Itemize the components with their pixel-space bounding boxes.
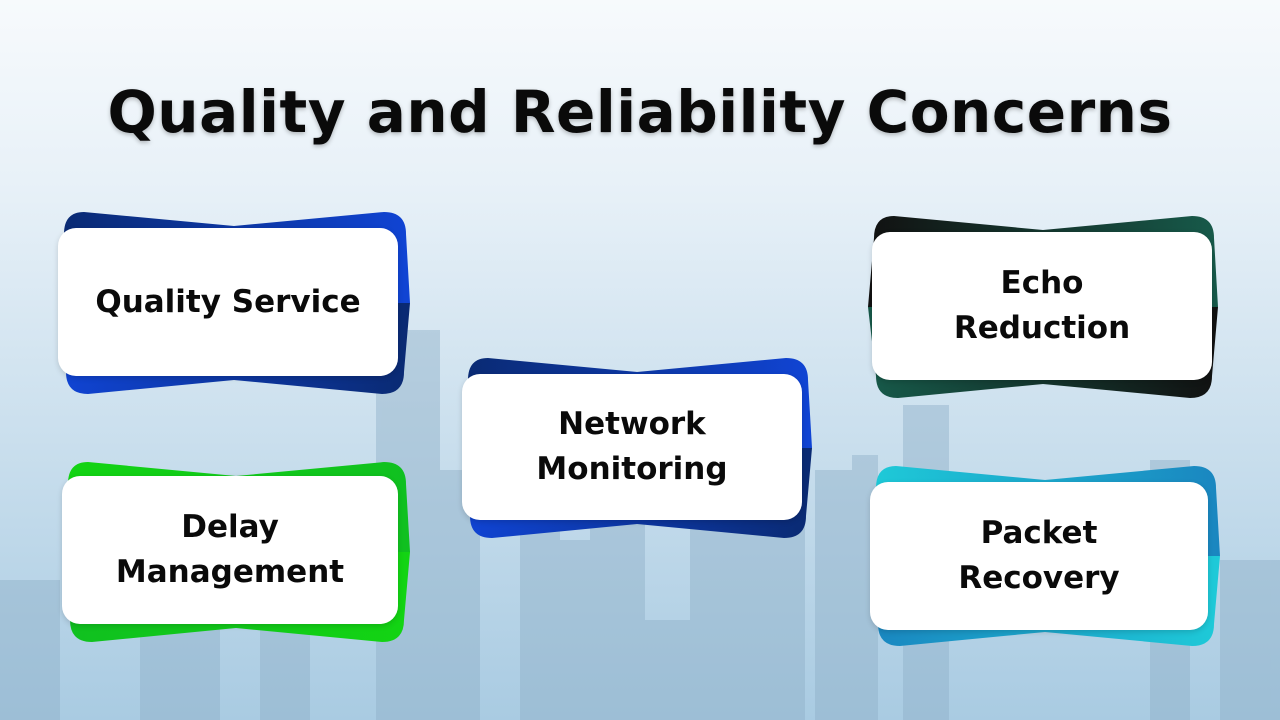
card-delay-management: Delay Management xyxy=(62,462,410,642)
card-face: Echo Reduction xyxy=(872,232,1212,380)
card-label-line-2: Reduction xyxy=(953,310,1131,346)
card-packet-recovery: Packet Recovery xyxy=(870,466,1220,646)
card-label: Quality Service xyxy=(95,283,361,320)
card-label-line-2: Management xyxy=(115,554,345,590)
page-title: Quality and Reliability Concerns xyxy=(107,78,1173,146)
card-label-line-1: Packet xyxy=(980,515,1098,551)
card-network-monitoring: Network Monitoring xyxy=(462,358,812,538)
card-face: Packet Recovery xyxy=(870,482,1208,630)
card-label-line-2: Monitoring xyxy=(536,451,728,487)
card-face: Network Monitoring xyxy=(462,374,802,520)
card-echo-reduction: Echo Reduction xyxy=(868,216,1218,398)
card-label-line-1: Network xyxy=(558,406,706,442)
card-quality-service: Quality Service xyxy=(58,212,410,394)
card-label-line-2: Recovery xyxy=(958,560,1120,596)
card-label-line-1: Delay xyxy=(181,509,279,545)
card-label-line-1: Echo xyxy=(1000,265,1084,301)
card-face: Delay Management xyxy=(62,476,398,624)
card-face: Quality Service xyxy=(58,228,398,376)
